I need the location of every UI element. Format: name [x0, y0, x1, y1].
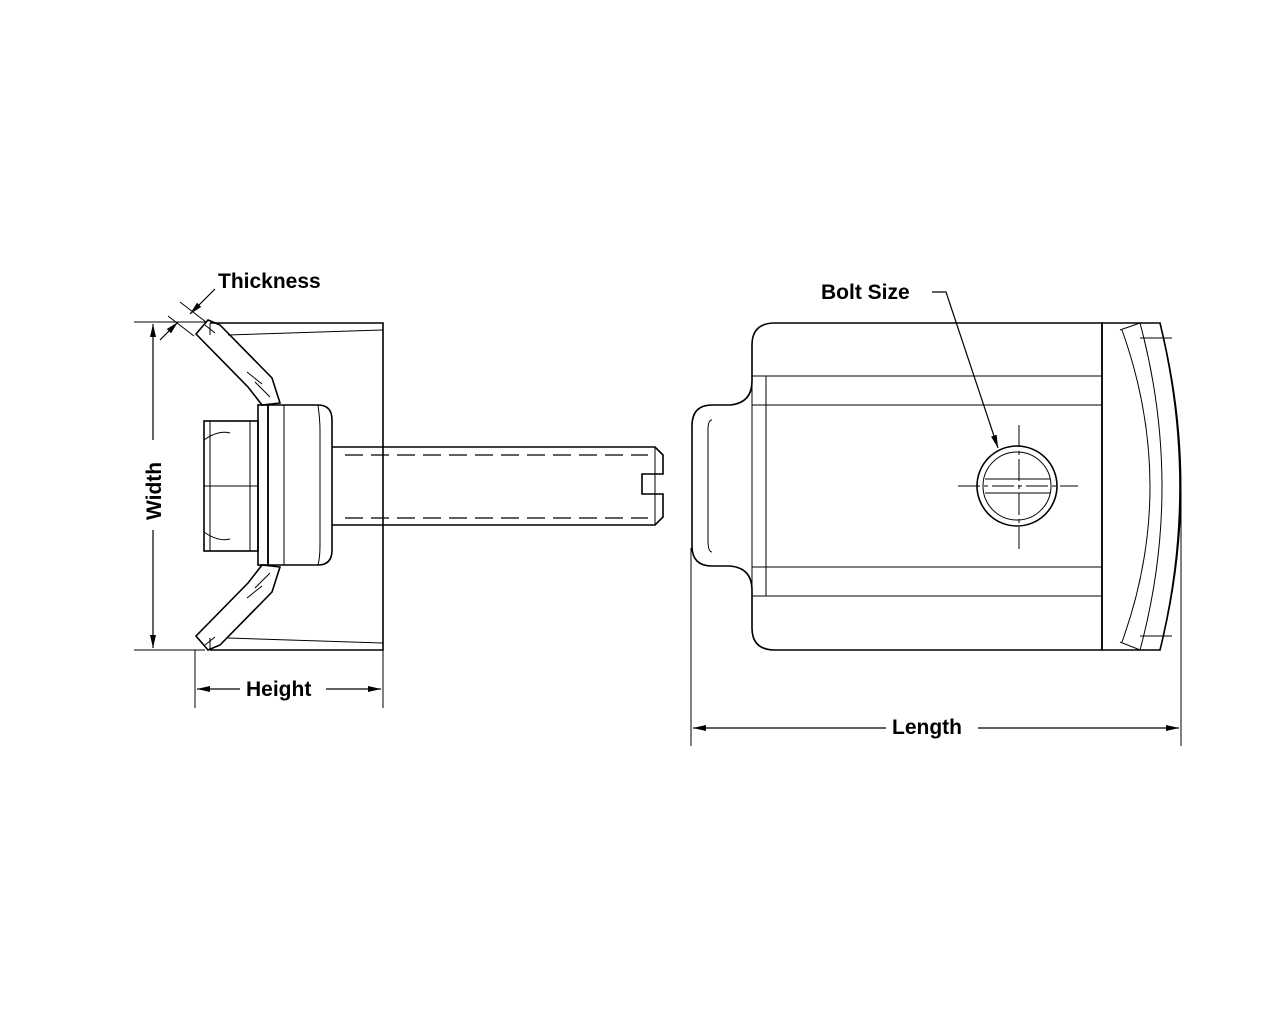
dimension-thickness: Thickness: [159, 270, 321, 341]
side-view: [194, 319, 664, 651]
length-label: Length: [892, 716, 962, 739]
dimension-width: Width: [134, 321, 205, 651]
dimension-bolt-size: Bolt Size: [821, 281, 999, 449]
width-label: Width: [143, 462, 166, 520]
thickness-label: Thickness: [218, 270, 321, 293]
height-label: Height: [246, 678, 311, 701]
dimension-height: Height: [194, 650, 384, 708]
dimension-length: Length: [690, 490, 1182, 746]
top-view: [691, 322, 1182, 651]
bolt-size-label: Bolt Size: [821, 281, 910, 304]
